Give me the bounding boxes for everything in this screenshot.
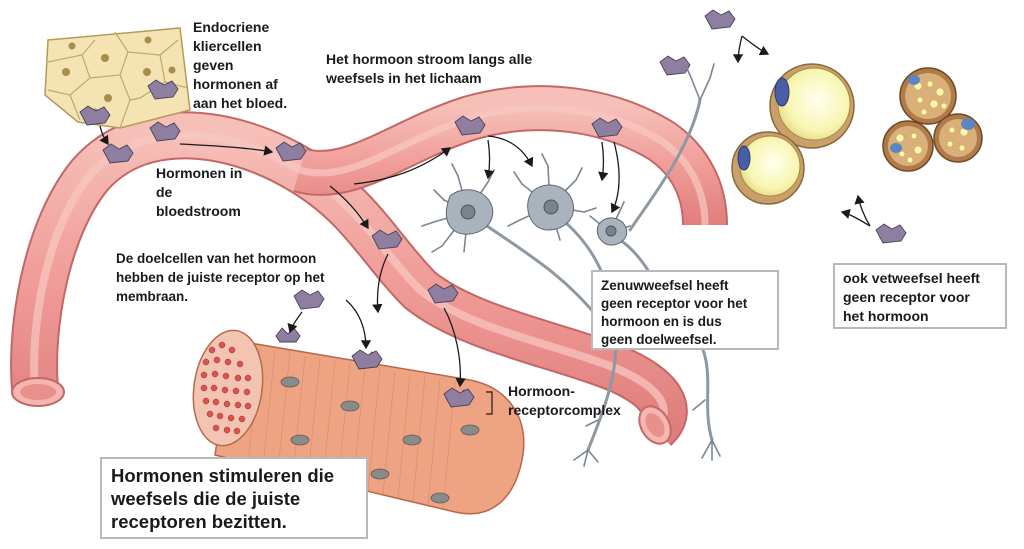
stream-label: Het hormoon stroom langs alle weefsels i…: [325, 51, 536, 86]
fat-cell-small-1: [899, 67, 957, 125]
neuron-1: [421, 163, 495, 253]
fat-tissue: [731, 63, 983, 205]
flow-arrows: [99, 35, 871, 388]
fat-note-box: [833, 263, 1007, 329]
bloodstream-label: Hormonen in de bloedstroom: [156, 165, 246, 219]
neuron-2: [507, 153, 597, 241]
summary-box: [100, 457, 368, 539]
neuron-3: [589, 201, 631, 246]
receptor-complex-label: Hormoon- receptorcomplex: [508, 383, 621, 418]
hormone-molecules: [79, 9, 907, 310]
endocrine-cells: [44, 27, 191, 129]
nerve-note-box: [591, 270, 779, 350]
target-cells-label: De doelcellen van het hormoon hebben de …: [116, 251, 328, 304]
endocrine-label: Endocriene kliercellen geven hormonen af…: [193, 19, 287, 111]
summary-text: Hormonen stimuleren die weefsels die de …: [110, 465, 339, 532]
nerve-note-text: Zenuwweefsel heeft geen receptor voor he…: [601, 278, 751, 347]
fat-note-text: ook vetweefsel heeft geen receptor voor …: [843, 270, 984, 324]
fat-cell-small-3: [933, 113, 983, 163]
fat-cell-large-2: [731, 131, 805, 205]
receptor-complexes: [275, 327, 493, 415]
fat-cell-large-1: [769, 63, 855, 149]
fat-cell-small-2: [882, 120, 934, 172]
